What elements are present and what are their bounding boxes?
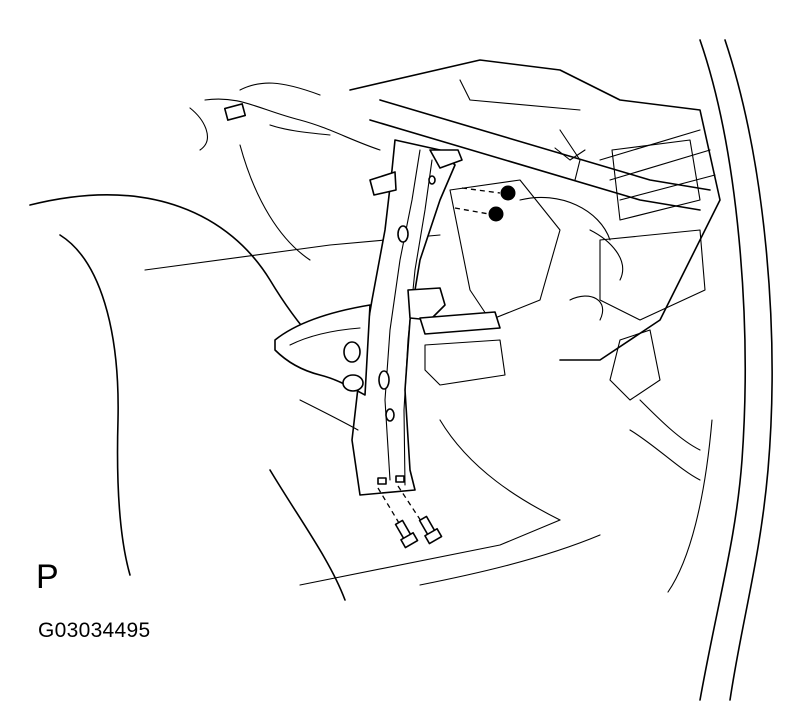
wire-harness: [189, 82, 381, 151]
center-brace: [351, 139, 463, 496]
lower-bracket: [274, 304, 371, 431]
steering-support: [369, 99, 711, 211]
figure-id: G03034495: [38, 619, 151, 642]
side-bracket: [407, 287, 506, 386]
heater-unit: [349, 59, 721, 481]
bolt-icon: [377, 485, 443, 549]
nut-icon: [454, 185, 516, 222]
view-label: P: [36, 558, 59, 596]
door-opening-edge: [667, 39, 773, 701]
